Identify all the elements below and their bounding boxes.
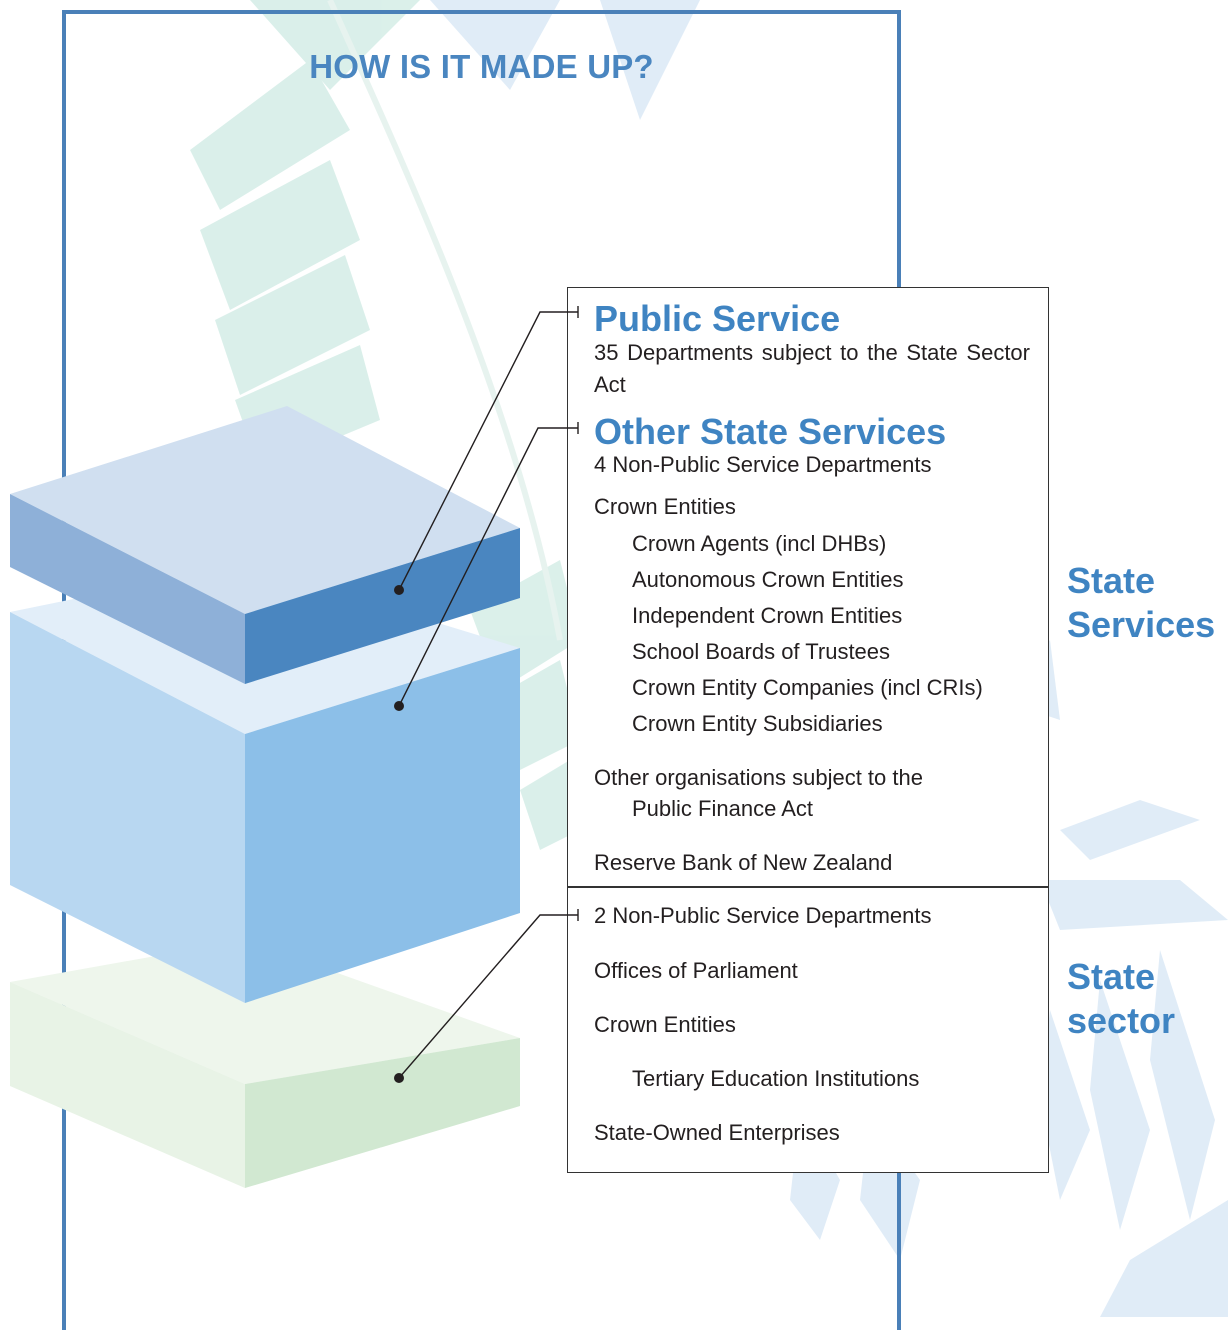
top-block-top-face bbox=[10, 406, 520, 614]
diagram-title: HOW IS IT MADE UP? bbox=[309, 48, 654, 85]
non-ps-departments-4: 4 Non-Public Service Departments bbox=[594, 452, 932, 477]
bottom-block-right-face bbox=[245, 1038, 520, 1188]
bottom-block-left-face bbox=[10, 982, 245, 1188]
top-block-left-face bbox=[10, 494, 245, 684]
other-state-services-heading: Other State Services bbox=[594, 411, 947, 452]
crown-entity-type: Crown Entity Companies (incl CRIs) bbox=[632, 675, 983, 700]
fern-frond bbox=[1150, 950, 1215, 1220]
state-services-label: State Services bbox=[1067, 559, 1215, 647]
top-block-public-service bbox=[10, 406, 520, 684]
crown-entities-label: Crown Entities bbox=[594, 494, 736, 519]
fern-frond bbox=[200, 160, 360, 310]
offices-of-parliament: Offices of Parliament bbox=[594, 958, 798, 983]
other-orgs-line2: Public Finance Act bbox=[632, 796, 813, 821]
fern-frond bbox=[1040, 880, 1228, 930]
leader-dot-public-service bbox=[394, 585, 404, 595]
public-service-heading: Public Service bbox=[594, 298, 841, 339]
other-orgs-line1: Other organisations subject to the bbox=[594, 765, 923, 790]
fern-frond bbox=[250, 0, 420, 90]
crown-entity-type: Crown Agents (incl DHBs) bbox=[632, 531, 887, 556]
state-sector-label-line1: State bbox=[1067, 956, 1156, 997]
leader-dot-state-sector bbox=[394, 1073, 404, 1083]
middle-block-right-face bbox=[245, 648, 520, 1003]
fern-frond bbox=[1100, 1200, 1228, 1317]
fern-frond bbox=[430, 0, 560, 90]
fern-frond bbox=[1040, 1010, 1090, 1200]
state-services-label-line2: Services bbox=[1067, 604, 1216, 645]
non-ps-departments-2: 2 Non-Public Service Departments bbox=[594, 903, 932, 928]
reserve-bank: Reserve Bank of New Zealand bbox=[594, 850, 893, 875]
fern-stem bbox=[327, 0, 563, 641]
top-block-right-face bbox=[245, 528, 520, 684]
bottom-block-state-sector bbox=[10, 940, 520, 1188]
fern-frond bbox=[1060, 800, 1200, 860]
tertiary-education-institutions: Tertiary Education Institutions bbox=[632, 1066, 920, 1091]
fern-frond bbox=[600, 0, 700, 120]
fern-frond bbox=[520, 760, 580, 850]
crown-entity-type: Independent Crown Entities bbox=[632, 603, 903, 628]
fern-frond bbox=[190, 60, 350, 210]
state-services-label-line1: State bbox=[1067, 560, 1156, 601]
breakdown-panel bbox=[567, 287, 1049, 1173]
crown-entity-type: School Boards of Trustees bbox=[632, 639, 891, 664]
crown-entities-sector-label: Crown Entities bbox=[594, 1012, 736, 1037]
bottom-block-top-face bbox=[10, 940, 520, 1084]
leader-line-other-state-services bbox=[398, 427, 578, 707]
crown-entity-type: Crown Entity Subsidiaries bbox=[632, 711, 883, 736]
panel-divider bbox=[567, 886, 1049, 888]
crown-entity-type: Autonomous Crown Entities bbox=[632, 567, 904, 592]
state-sector-label-line2: sector bbox=[1067, 1000, 1176, 1041]
fern-frond bbox=[1090, 980, 1150, 1230]
fern-frond bbox=[215, 255, 370, 395]
leader-line-state-sector bbox=[398, 914, 578, 1079]
public-service-description: 35 Departments subject to the State Sect… bbox=[594, 340, 1030, 397]
leader-line-public-service bbox=[398, 311, 578, 591]
middle-block-left-face bbox=[10, 612, 245, 1003]
state-sector-label: State sector bbox=[1067, 955, 1175, 1043]
leader-dot-other-state-services bbox=[394, 701, 404, 711]
state-owned-enterprises: State-Owned Enterprises bbox=[594, 1120, 840, 1145]
